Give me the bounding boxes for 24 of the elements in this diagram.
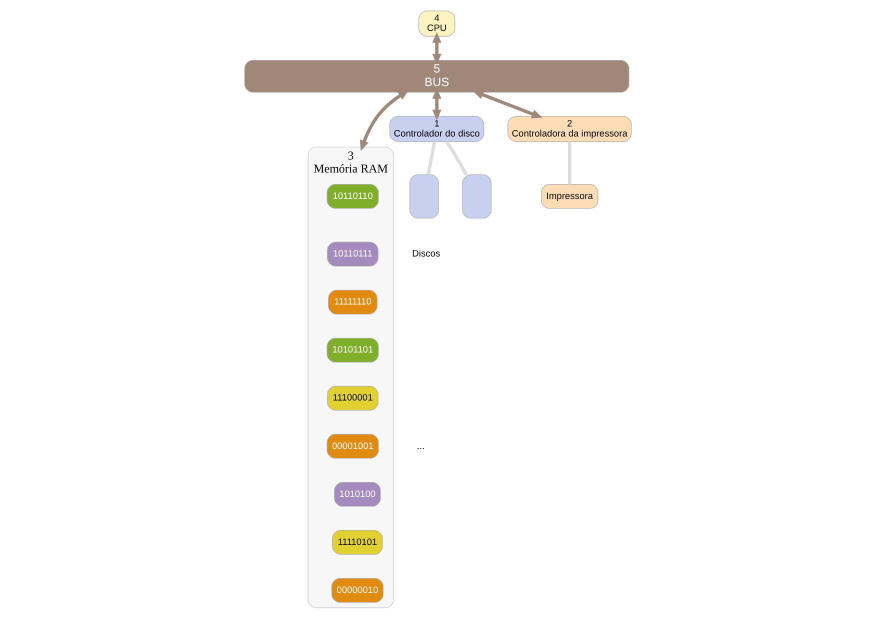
connector [444, 140, 468, 176]
node-box [408, 174, 438, 218]
node-box: 00001001 [326, 434, 378, 459]
label: Discos [412, 248, 440, 259]
node-box: 10110110 [326, 184, 378, 209]
node-box: 11100001 [326, 386, 378, 411]
node-box: 1 Controlador do disco [388, 116, 484, 142]
node-box: 2 Controladora da impressora [507, 116, 632, 142]
arrow [472, 90, 542, 118]
label: ... [416, 440, 424, 451]
node-box: 1010100 [334, 482, 380, 507]
node-box [462, 174, 492, 218]
node-box: 4 CPU [418, 10, 455, 37]
node-box: 10110111 [326, 242, 378, 266]
node-box: 11110101 [332, 530, 382, 555]
node-box: 5 BUS [244, 60, 629, 93]
arrow [359, 90, 408, 151]
node-box: 11111110 [328, 290, 377, 314]
node-box: 00000010 [330, 578, 383, 603]
node-box: 10101101 [326, 338, 378, 363]
connector [426, 141, 436, 175]
arrow [432, 32, 441, 64]
connector [567, 142, 571, 184]
node-box: Impressora [540, 184, 598, 209]
